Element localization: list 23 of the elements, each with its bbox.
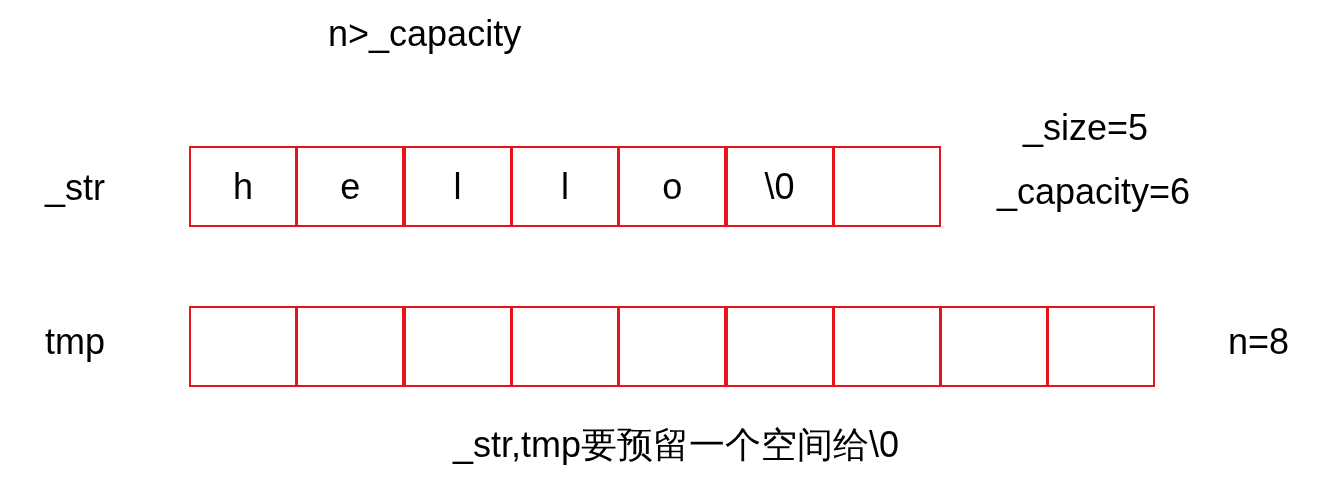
size-text: _size=5	[1023, 110, 1149, 146]
array-cell	[618, 306, 727, 387]
variable-name: tmp	[45, 324, 105, 360]
capacity-text: _capacity=6	[997, 174, 1191, 210]
array-cell	[832, 146, 941, 227]
condition-text: n>_capacity	[328, 16, 522, 52]
size-text: n=8	[1228, 324, 1290, 360]
caption-text: _str,tmp要预留一个空间给\0	[453, 427, 900, 463]
array-cell	[725, 306, 834, 387]
array-cell: l	[510, 146, 619, 227]
array-cell: l	[403, 146, 512, 227]
array-cell	[296, 306, 405, 387]
array-cell	[510, 306, 619, 387]
array-cell	[189, 306, 297, 387]
array-cell	[403, 306, 512, 387]
array-cell	[1047, 306, 1156, 387]
array-cell: o	[618, 146, 727, 227]
variable-name: _str	[45, 170, 105, 206]
array-cell: h	[189, 146, 297, 227]
array-cell	[832, 306, 941, 387]
array-cell	[940, 306, 1049, 387]
array-cell: \0	[725, 146, 834, 227]
array-cell: e	[296, 146, 405, 227]
